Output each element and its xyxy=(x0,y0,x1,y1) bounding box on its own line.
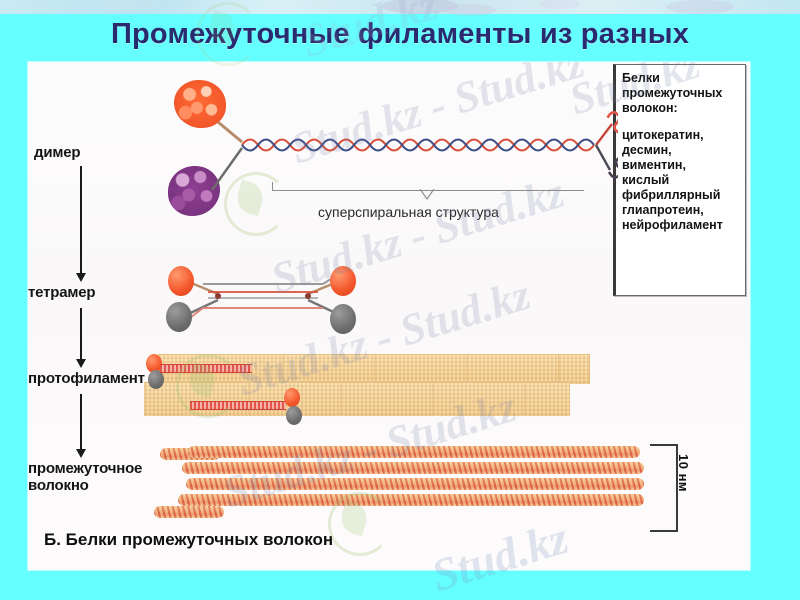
dimer-purple-head-domain xyxy=(168,166,220,216)
stage-label-dimer: димер xyxy=(34,144,81,161)
stage-label-tetramer: тетрамер xyxy=(28,284,96,301)
top-decorative-band xyxy=(0,0,800,14)
figure-canvas: димер тетрамер протофиламент промежуточн… xyxy=(28,62,750,570)
info-box-protein-list: цитокератин, десмин, виментин, кислый фи… xyxy=(622,128,723,232)
arrow-dimer-to-tetramer xyxy=(76,166,86,282)
protofilament-subunit-upper xyxy=(146,354,256,389)
coiled-coil-caption: суперспиральная структура xyxy=(318,204,499,220)
filament-strand xyxy=(154,506,224,518)
scale-bracket xyxy=(650,444,678,532)
protofilament-gray-domain xyxy=(286,406,302,425)
filament-strand xyxy=(186,478,644,490)
tetramer-illustration xyxy=(148,254,378,340)
protofilament-brick xyxy=(340,382,434,416)
coil-bracket-line xyxy=(272,190,584,191)
stage-label-intermediate-filament: промежуточное волокно xyxy=(28,460,143,494)
coil-bracket-pointer-icon xyxy=(419,189,435,201)
scale-label: 10 нм xyxy=(676,454,691,493)
tetramer-orange-domain-right xyxy=(330,266,356,296)
protofilament-brick xyxy=(466,354,560,384)
arrow-tetramer-to-protofilament xyxy=(76,308,86,368)
protofilament-brick xyxy=(432,382,526,416)
protofilament-brick xyxy=(558,354,590,384)
protofilament-orange-domain xyxy=(284,388,300,407)
filament-strand xyxy=(182,462,644,474)
protofilament-rod xyxy=(160,364,252,373)
stage-label-protofilament: протофиламент xyxy=(28,370,145,387)
protofilament-illustration xyxy=(144,348,590,428)
protofilament-brick xyxy=(374,354,468,384)
figure-caption: Б. Белки промежуточных волокон xyxy=(44,530,334,549)
dimer-coiled-coil-icon xyxy=(210,111,618,191)
protofilament-brick xyxy=(144,382,250,416)
protofilament-orange-domain xyxy=(146,354,162,373)
dimer-orange-head-domain xyxy=(174,80,226,128)
dimer-illustration: суперспиральная структура xyxy=(138,72,618,232)
protofilament-brick xyxy=(282,354,376,384)
tetramer-gray-domain-left xyxy=(166,302,192,332)
protein-info-box: Белки промежуточных волокон: цитокератин… xyxy=(613,64,746,296)
tetramer-gray-domain-right xyxy=(330,304,356,334)
filament-strand xyxy=(188,446,640,458)
page-title: Промежуточные филаменты из разных xyxy=(110,18,690,50)
protofilament-brick xyxy=(524,382,570,416)
figure-panel: димер тетрамер протофиламент промежуточн… xyxy=(28,62,750,570)
protofilament-subunit-lower xyxy=(190,388,310,425)
intermediate-filament-illustration xyxy=(154,444,648,524)
tetramer-orange-domain-left xyxy=(168,266,194,296)
arrow-protofilament-to-filament xyxy=(76,394,86,458)
protofilament-gray-domain xyxy=(148,370,164,389)
coil-bracket-left-tick xyxy=(272,182,273,191)
protofilament-rod xyxy=(190,401,286,410)
info-box-heading: Белки промежуточных волокон: xyxy=(622,71,723,115)
filament-strand xyxy=(178,494,644,506)
